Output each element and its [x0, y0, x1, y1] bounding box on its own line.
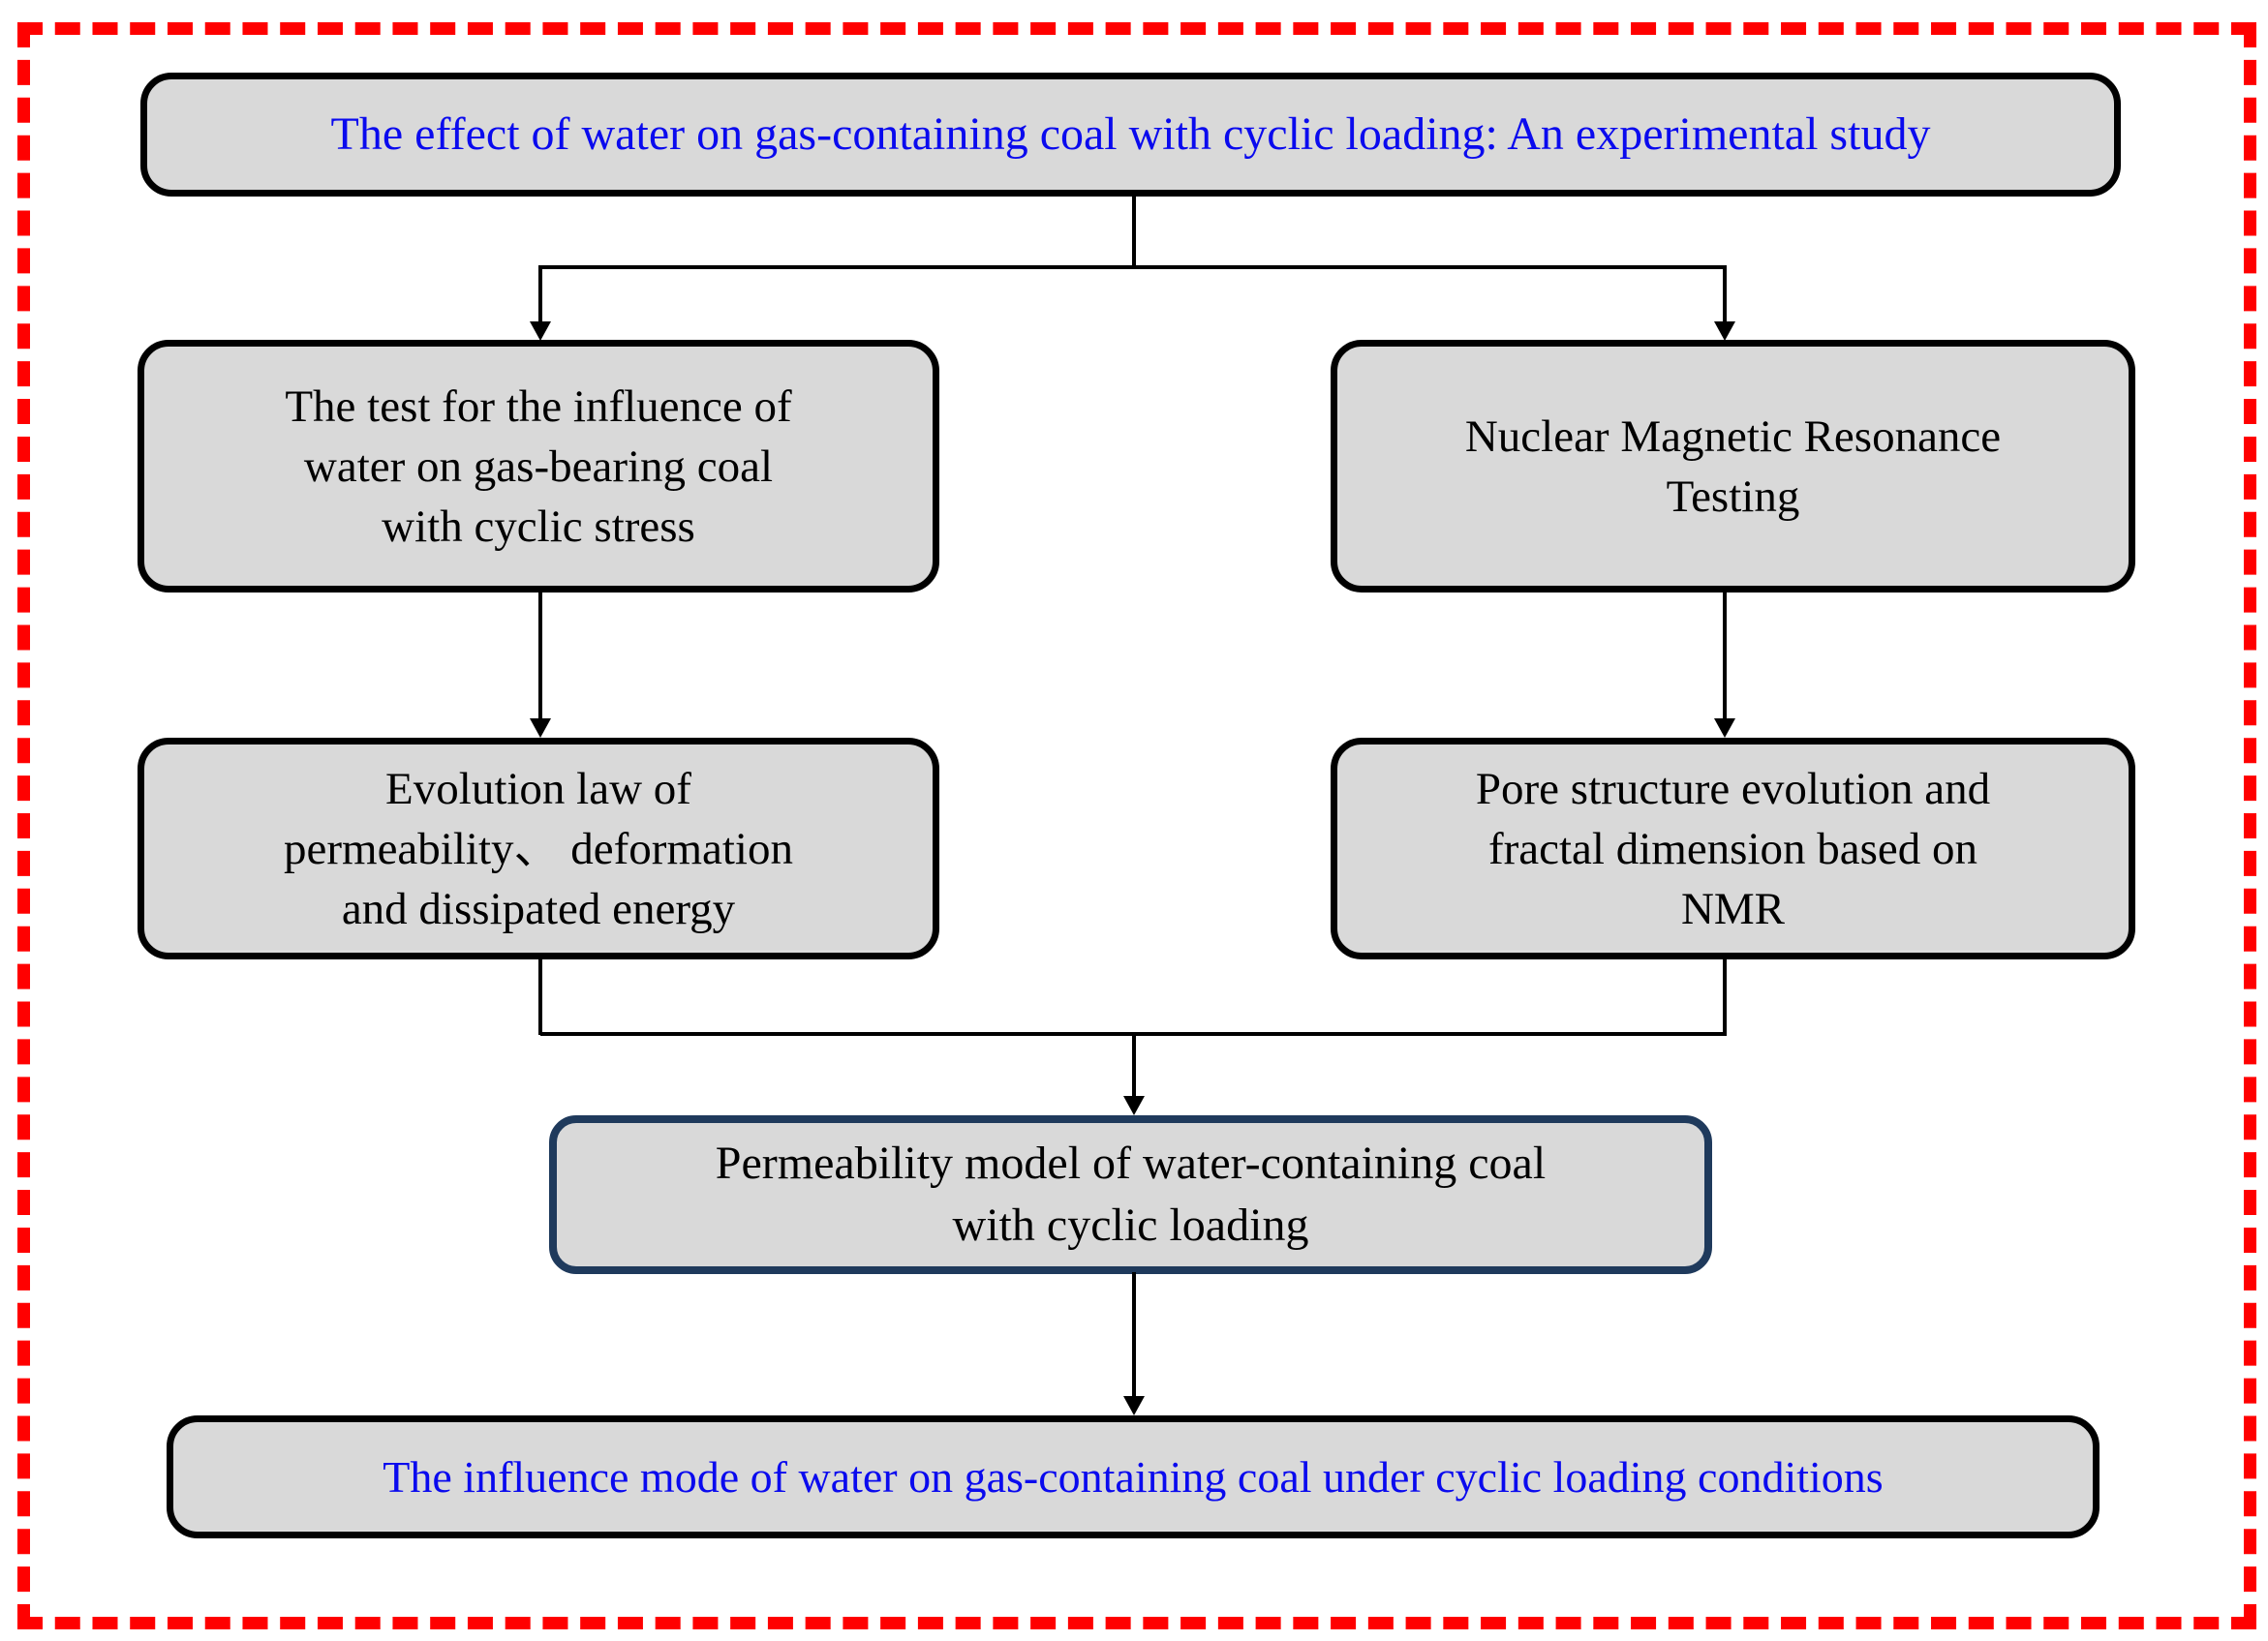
arrowhead-to-pore-structure — [1714, 718, 1735, 738]
connector-drop-left — [538, 265, 542, 321]
node-nmr-testing-line1: Nuclear Magnetic Resonance — [1464, 410, 2002, 462]
arrowhead-to-cyclic-test — [530, 321, 551, 341]
arrowhead-to-permeability-model — [1123, 1096, 1145, 1115]
node-permeability-model-line1: Permeability model of water-containing c… — [715, 1138, 1547, 1189]
node-cyclic-test: The test for the influence of water on g… — [138, 340, 939, 593]
node-permeability-model: Permeability model of water-containing c… — [549, 1115, 1712, 1274]
node-cyclic-test-line2: water on gas-bearing coal — [303, 441, 774, 492]
node-evolution-law-line2: permeability、 deformation — [284, 823, 793, 874]
arrowhead-to-nmr-testing — [1714, 321, 1735, 341]
connector-drop-right — [1723, 265, 1727, 321]
node-pore-structure-line3: NMR — [1680, 883, 1786, 934]
node-evolution-law: Evolution law of permeability、 deformati… — [138, 738, 939, 959]
dashed-red-frame — [17, 22, 2256, 1629]
node-permeability-model-line2: with cyclic loading — [952, 1200, 1309, 1251]
node-nmr-testing-line2: Testing — [1666, 471, 1800, 522]
node-title: The effect of water on gas-containing co… — [140, 73, 2121, 197]
connector-nmr-to-pore — [1723, 591, 1727, 718]
node-pore-structure-line1: Pore structure evolution and — [1475, 763, 1991, 814]
node-evolution-law-line1: Evolution law of — [385, 763, 691, 814]
connector-evolution-down — [538, 957, 542, 1035]
node-cyclic-test-line3: with cyclic stress — [382, 501, 695, 552]
connector-merge-stem — [1132, 1032, 1136, 1096]
node-pore-structure: Pore structure evolution and fractal dim… — [1331, 738, 2135, 959]
connector-pore-down — [1723, 957, 1727, 1035]
arrowhead-to-evolution-law — [530, 718, 551, 738]
node-nmr-testing: Nuclear Magnetic Resonance Testing — [1331, 340, 2135, 593]
node-evolution-law-line3: and dissipated energy — [341, 883, 736, 934]
node-cyclic-test-line1: The test for the influence of — [285, 380, 792, 432]
connector-title-branch — [540, 265, 1727, 269]
connector-model-to-influence — [1132, 1272, 1136, 1396]
node-influence-mode-text: The influence mode of water on gas-conta… — [383, 1451, 1884, 1502]
node-influence-mode: The influence mode of water on gas-conta… — [167, 1415, 2099, 1538]
node-title-text: The effect of water on gas-containing co… — [330, 108, 1931, 160]
node-pore-structure-line2: fractal dimension based on — [1487, 823, 1978, 874]
arrowhead-to-influence-mode — [1123, 1396, 1145, 1415]
connector-cyclic-to-evolution — [538, 591, 542, 718]
connector-title-stem — [1132, 196, 1136, 267]
